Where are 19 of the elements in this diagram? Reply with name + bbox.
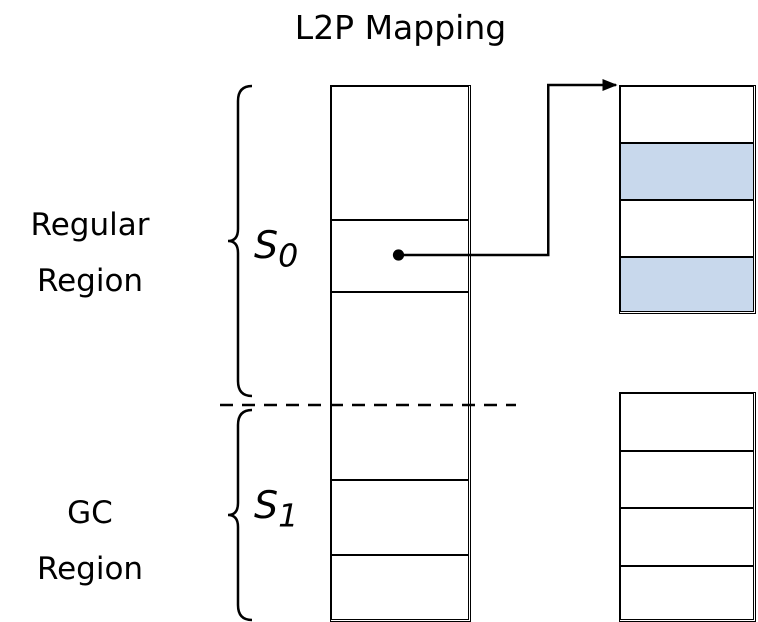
table-cell <box>620 393 754 451</box>
table-cell <box>620 566 754 620</box>
table-cell <box>331 292 469 480</box>
table-cell <box>331 86 469 220</box>
table-cell <box>620 508 754 566</box>
table-box <box>619 392 756 622</box>
table-cell <box>620 200 754 257</box>
table-cell <box>620 451 754 508</box>
table-cell <box>620 257 754 312</box>
segment-label: S$_{0}$ <box>254 223 298 275</box>
region-label: Regular Region <box>30 206 150 301</box>
segment-label: S$_{1}$ <box>254 483 298 535</box>
table-cell <box>620 86 754 143</box>
table-title: L2P Mapping <box>294 8 506 47</box>
region-label: GC Region <box>36 494 144 589</box>
table-cell <box>331 555 469 620</box>
pointer-arrow <box>392 79 618 261</box>
table-box <box>619 85 756 314</box>
table-cell <box>620 143 754 200</box>
